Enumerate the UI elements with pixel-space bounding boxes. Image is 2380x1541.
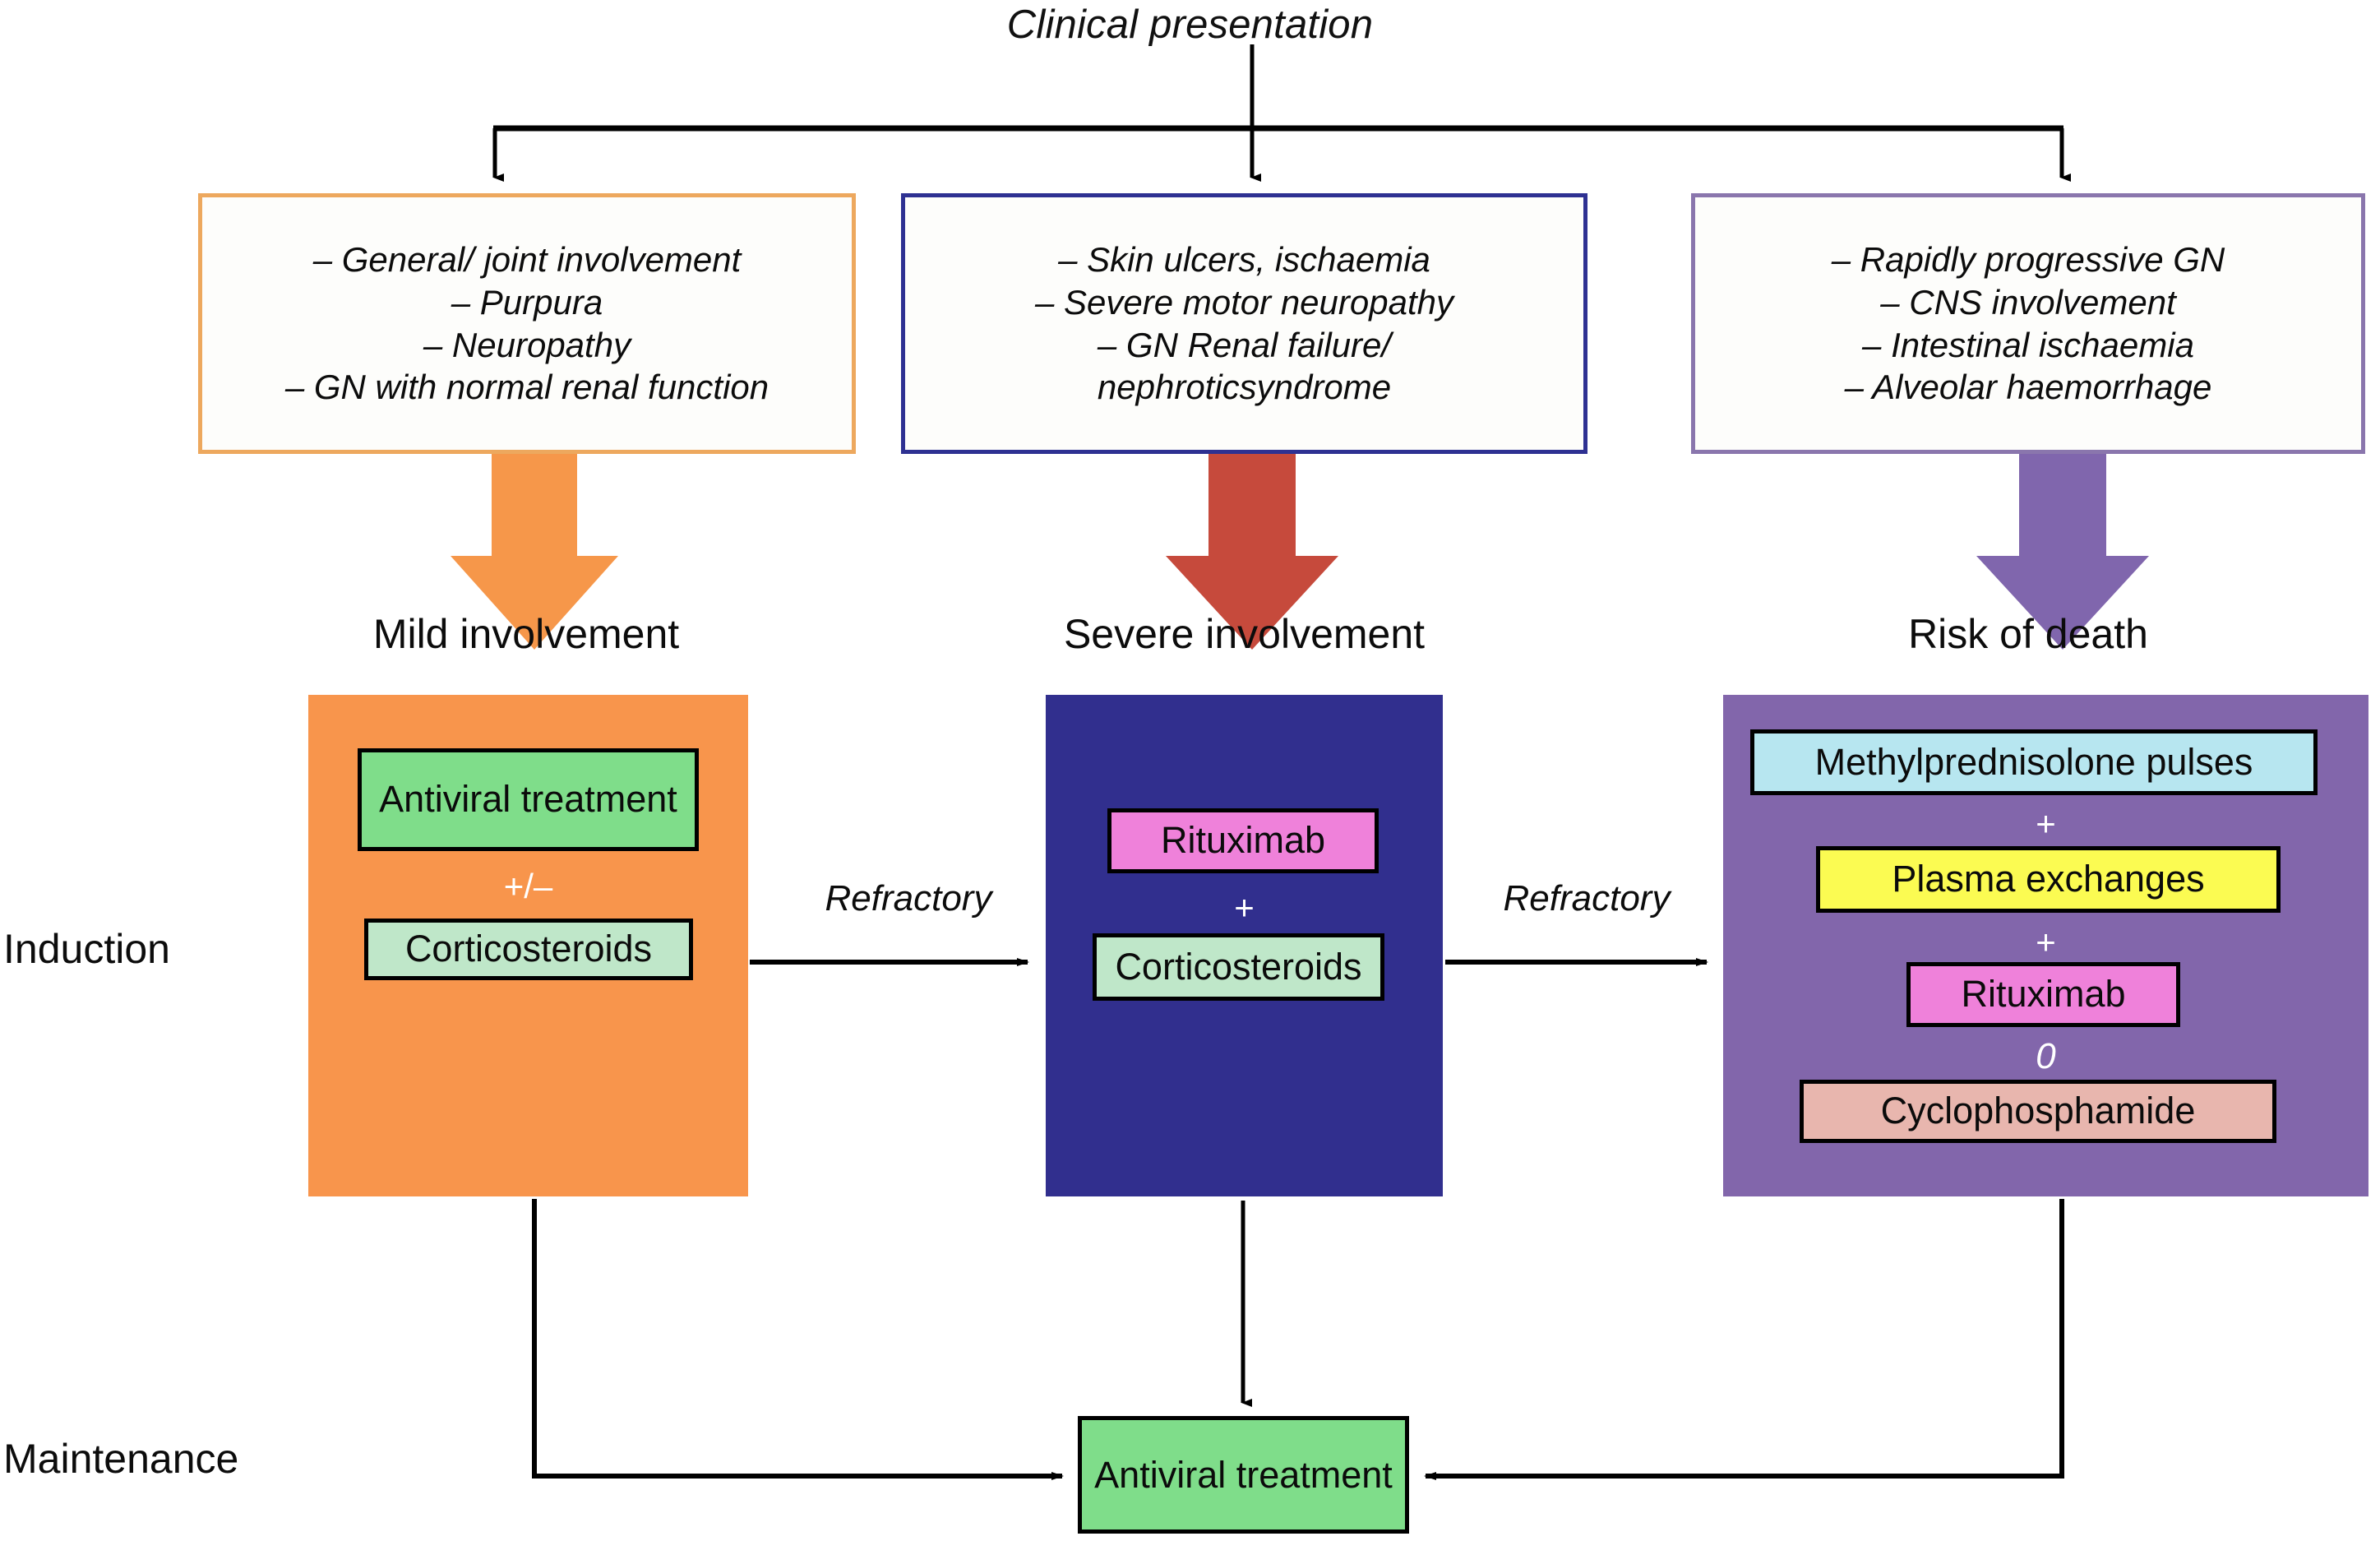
criteria-line: – Purpura: [451, 282, 603, 322]
treatment-panel-severe: Rituximab + Corticosteroids: [1046, 695, 1443, 1196]
maintenance-antiviral-treatment-box[interactable]: Antiviral treatment: [1078, 1416, 1409, 1534]
stage-label-induction: Induction: [3, 926, 170, 972]
connector-plus: +: [1234, 888, 1255, 927]
drug-rituximab[interactable]: Rituximab: [1107, 808, 1379, 873]
criteria-line: – Alveolar haemorrhage: [1844, 368, 2212, 407]
criteria-line: – Rapidly progressive GN: [1831, 240, 2225, 280]
criteria-box-severe: – Skin ulcers, ischaemia – Severe motor …: [901, 193, 1587, 454]
severity-label-severe: Severe involvement: [1063, 611, 1426, 657]
criteria-box-risk: – Rapidly progressive GN – CNS involveme…: [1691, 193, 2365, 454]
treatment-panel-risk: Methylprednisolone pulses + Plasma excha…: [1723, 695, 2368, 1196]
page-title: Clinical presentation: [1006, 2, 1374, 47]
connector-plus: +: [2036, 804, 2056, 843]
criteria-line: – Severe motor neuropathy: [1035, 282, 1453, 322]
drug-cyclophosphamide[interactable]: Cyclophosphamide: [1800, 1080, 2276, 1143]
severity-label-mild: Mild involvement: [372, 611, 680, 657]
criteria-line: – Skin ulcers, ischaemia: [1058, 240, 1430, 280]
criteria-line: – Neuropathy: [423, 325, 631, 364]
connector-or: 0: [2036, 1036, 2056, 1076]
connector-plus: +: [2036, 923, 2056, 961]
criteria-line: – CNS involvement: [1880, 282, 2176, 322]
severity-label-risk: Risk of death: [1908, 611, 2148, 657]
stage-label-maintenance: Maintenance: [3, 1436, 239, 1482]
drug-methylprednisolone-pulses[interactable]: Methylprednisolone pulses: [1750, 729, 2318, 795]
transition-label-refractory-1: Refractory: [825, 878, 992, 919]
criteria-line: nephroticsyndrome: [1097, 368, 1392, 407]
drug-corticosteroids[interactable]: Corticosteroids: [364, 919, 693, 980]
drug-plasma-exchanges[interactable]: Plasma exchanges: [1816, 846, 2281, 913]
criteria-line: – General/ joint involvement: [312, 240, 742, 280]
criteria-line: – GN Renal failure/: [1097, 325, 1392, 364]
drug-antiviral-treatment[interactable]: Antiviral treatment: [358, 748, 699, 851]
criteria-box-mild: – General/ joint involvement – Purpura –…: [198, 193, 856, 454]
criteria-line: – GN with normal renal function: [284, 368, 769, 407]
transition-label-refractory-2: Refractory: [1503, 878, 1671, 919]
drug-rituximab[interactable]: Rituximab: [1906, 962, 2180, 1027]
connector-plus-minus: +/–: [503, 867, 553, 905]
treatment-panel-mild: Antiviral treatment +/– Corticosteroids: [308, 695, 748, 1196]
drug-corticosteroids[interactable]: Corticosteroids: [1093, 933, 1384, 1001]
criteria-line: – Intestinal ischaemia: [1862, 325, 2194, 364]
